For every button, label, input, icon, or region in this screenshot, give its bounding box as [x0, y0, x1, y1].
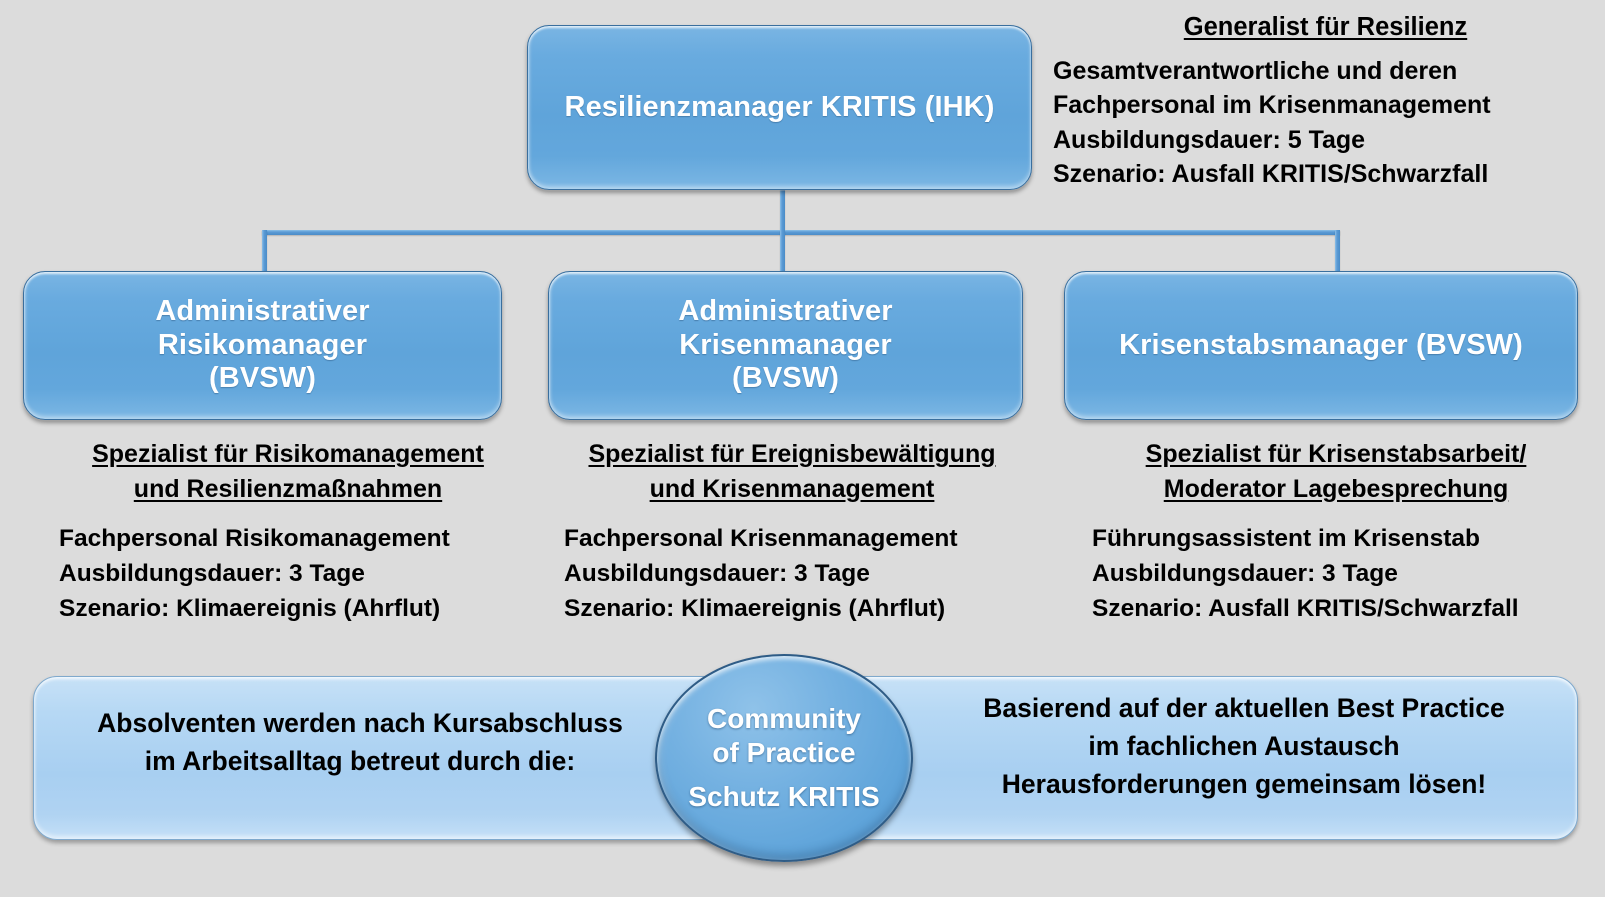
banner-left-text: Absolventen werden nach Kursabschluss im…	[60, 705, 660, 781]
node-risikomanager-line-2: Risikomanager	[157, 328, 368, 361]
node-krisenstabsmanager-label: Krisenstabsmanager (BVSW)	[1119, 328, 1523, 361]
node-krisenmanager-line-1: Administrativer	[678, 295, 893, 328]
caption-krisenmanager: Spezialist für Ereignisbewältigung und K…	[562, 437, 1022, 626]
connector-drop-risikomanager	[262, 230, 267, 274]
caption-krisenstabsmanager-heading: Spezialist für Krisenstabsarbeit/ Modera…	[1092, 437, 1580, 507]
caption-risikomanager-detail-2: Ausbildungsdauer: 3 Tage	[59, 559, 365, 587]
banner-right-line-2: im fachlichen Austausch	[1088, 730, 1400, 761]
node-risikomanager-line-3: (BVSW)	[209, 362, 316, 395]
node-krisenmanager-label: Administrativer Krisenmanager (BVSW)	[664, 295, 906, 396]
top-note-line-2: Fachpersonal im Krisenmanagement	[1053, 91, 1491, 120]
caption-krisenmanager-body: Fachpersonal Krisenmanagement Ausbildung…	[562, 522, 1022, 626]
node-krisenstabsmanager[interactable]: Krisenstabsmanager (BVSW)	[1064, 271, 1578, 420]
node-administrativer-krisenmanager[interactable]: Administrativer Krisenmanager (BVSW)	[548, 271, 1023, 420]
node-krisenmanager-line-3: (BVSW)	[732, 362, 839, 395]
node-risikomanager-label: Administrativer Risikomanager (BVSW)	[141, 295, 383, 396]
connector-drop-krisenmanager	[780, 230, 785, 274]
node-administrativer-risikomanager[interactable]: Administrativer Risikomanager (BVSW)	[23, 271, 502, 420]
caption-krisenmanager-detail-2: Ausbildungsdauer: 3 Tage	[564, 559, 870, 587]
caption-krisenstabsmanager-body: Führungsassistent im Krisenstab Ausbildu…	[1092, 522, 1580, 626]
caption-risikomanager-heading: Spezialist für Risikomanagement und Resi…	[57, 437, 519, 507]
top-note-body: Gesamtverantwortliche und deren Fachpers…	[1053, 54, 1598, 192]
cop-line-2: of Practice	[712, 737, 856, 769]
cop-line-1: Community	[707, 703, 861, 735]
top-note-line-1: Gesamtverantwortliche und deren	[1053, 56, 1458, 85]
caption-krisenstabsmanager-detail-1: Führungsassistent im Krisenstab	[1092, 525, 1481, 552]
caption-risikomanager-heading-line-1: Spezialist für Risikomanagement	[92, 440, 484, 468]
top-note-line-4: Szenario: Ausfall KRITIS/Schwarzfall	[1053, 160, 1489, 189]
cop-line-3: Schutz KRITIS	[688, 780, 880, 812]
caption-risikomanager: Spezialist für Risikomanagement und Resi…	[57, 437, 519, 626]
caption-krisenstabsmanager-heading-line-2: Moderator Lagebesprechung	[1163, 475, 1509, 503]
banner-left-line-1: Absolventen werden nach Kursabschluss	[97, 708, 623, 738]
caption-risikomanager-body: Fachpersonal Risikomanagement Ausbildung…	[57, 522, 519, 626]
caption-krisenmanager-detail-3: Szenario: Klimaereignis (Ahrflut)	[564, 594, 946, 622]
node-krisenmanager-line-2: Krisenmanager	[679, 328, 892, 361]
caption-krisenmanager-detail-1: Fachpersonal Krisenmanagement	[564, 525, 958, 552]
caption-risikomanager-detail-1: Fachpersonal Risikomanagement	[59, 525, 450, 552]
connector-drop-krisenstabsmanager	[1335, 230, 1340, 274]
top-note-line-3: Ausbildungsdauer: 5 Tage	[1053, 125, 1366, 154]
caption-krisenmanager-heading-line-1: Spezialist für Ereignisbewältigung	[588, 440, 996, 468]
node-risikomanager-line-1: Administrativer	[155, 295, 370, 328]
banner-left-line-2: im Arbeitsalltag betreut durch die:	[144, 745, 576, 776]
caption-risikomanager-detail-3: Szenario: Klimaereignis (Ahrflut)	[59, 594, 441, 622]
banner-right-text: Basierend auf der aktuellen Best Practic…	[920, 690, 1568, 804]
community-of-practice-circle[interactable]: Community of Practice Schutz KRITIS	[655, 654, 913, 862]
caption-krisenstabsmanager-detail-3: Szenario: Ausfall KRITIS/Schwarzfall	[1092, 594, 1519, 622]
top-note-block: Generalist für Resilienz Gesamtverantwor…	[1053, 12, 1598, 192]
caption-krisenstabsmanager: Spezialist für Krisenstabsarbeit/ Modera…	[1092, 437, 1580, 626]
caption-krisenstabsmanager-heading-line-1: Spezialist für Krisenstabsarbeit/	[1145, 440, 1527, 468]
connector-horizontal-bus	[262, 230, 1340, 235]
banner-right-line-3: Herausforderungen gemeinsam lösen!	[1001, 768, 1487, 799]
node-resilienzmanager-kritis[interactable]: Resilienzmanager KRITIS (IHK)	[527, 25, 1032, 190]
top-note-heading: Generalist für Resilienz	[1183, 13, 1468, 41]
caption-krisenmanager-heading: Spezialist für Ereignisbewältigung und K…	[562, 437, 1022, 507]
caption-krisenmanager-heading-line-2: und Krisenmanagement	[649, 475, 935, 503]
caption-krisenstabsmanager-detail-2: Ausbildungsdauer: 3 Tage	[1092, 559, 1398, 587]
caption-risikomanager-heading-line-2: und Resilienzmaßnahmen	[133, 475, 443, 503]
banner-right-line-1: Basierend auf der aktuellen Best Practic…	[983, 693, 1505, 723]
connector-stem-top	[780, 188, 785, 234]
node-resilienzmanager-label: Resilienzmanager KRITIS (IHK)	[564, 90, 995, 123]
